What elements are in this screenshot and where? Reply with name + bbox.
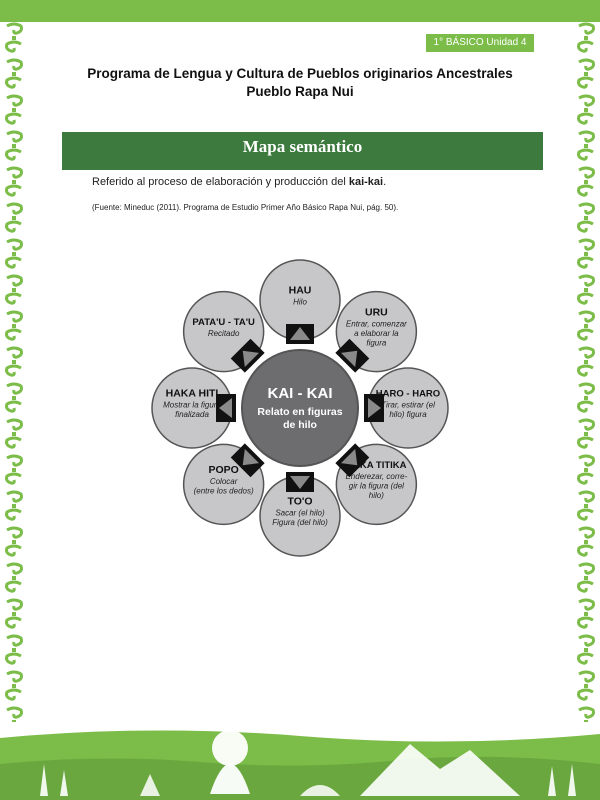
- source-citation: (Fuente: Mineduc (2011). Programa de Est…: [92, 203, 399, 212]
- arrow-haka-titika: [335, 443, 370, 478]
- center-subtitle-line2: de hilo: [283, 419, 317, 431]
- node-haka-hiti-line: finalizada: [175, 410, 209, 419]
- node-haka-hiti-title: HAKA HITI: [166, 388, 219, 400]
- node-haro-haro-line: hilo) figura: [389, 410, 427, 419]
- node-haka-titika-title: HAKA TITIKA: [346, 460, 406, 471]
- node-too-line: Sacar (el hilo): [275, 509, 325, 518]
- unit-badge: 1° BÁSICO Unidad 4: [426, 34, 534, 52]
- node-haro-haro-line: Tirar, estirar (el: [381, 401, 435, 410]
- node-too-title: TO'O: [287, 496, 312, 508]
- node-hau-line: Hilo: [293, 297, 307, 306]
- node-popo-title: POPO: [208, 464, 238, 476]
- arrow-uru: [335, 338, 370, 373]
- node-popo-line: Colocar: [210, 477, 238, 486]
- arrow-patau-tau: [230, 338, 265, 373]
- node-haka-hiti-line: Mostrar la figura: [163, 401, 221, 410]
- section-title-bar: Mapa semántico: [62, 132, 543, 170]
- node-uru-line: a elaborar la: [354, 329, 399, 338]
- arrow-haro-haro: [364, 394, 384, 422]
- arrow-popo: [230, 443, 265, 478]
- node-haro-haro-title: HARO - HARO: [376, 389, 440, 400]
- node-haka-titika-line: Enderezar, corre-: [345, 472, 407, 481]
- node-hau-title: HAU: [289, 284, 312, 296]
- description-keyword: kai-kai: [348, 176, 384, 188]
- bottom-landscape-decoration: [0, 730, 600, 800]
- center-title: KAI - KAI: [268, 385, 333, 402]
- section-title: Mapa semántico: [242, 137, 363, 156]
- arrow-haka-hiti: [216, 394, 236, 422]
- node-haka-titika-line: hilo): [369, 491, 384, 500]
- left-decorative-border: [4, 22, 24, 722]
- node-too-line: Figura (del hilo): [272, 518, 328, 527]
- page-title-line1: Programa de Lengua y Cultura de Pueblos …: [87, 66, 513, 81]
- arrow-hau: [286, 324, 314, 344]
- center-subtitle-line1: Relato en figuras: [257, 406, 342, 418]
- node-patau-tau-line: Recitado: [208, 329, 240, 338]
- top-green-bar: [0, 0, 600, 22]
- page-title-line2: Pueblo Rapa Nui: [246, 84, 354, 99]
- node-patau-tau-title: PATA'U - TA'U: [192, 317, 255, 328]
- node-popo-line: (entre los dedos): [194, 486, 254, 495]
- node-uru-line: Entrar, comenzar: [346, 319, 407, 328]
- node-uru-title: URU: [365, 306, 388, 318]
- node-haka-titika-line: gir la figura (del: [349, 482, 404, 491]
- description: Referido al proceso de elaboración y pro…: [92, 176, 387, 188]
- right-decorative-border: [576, 22, 596, 722]
- center-circle: [241, 349, 359, 467]
- arrow-too: [286, 472, 314, 492]
- node-uru-line: figura: [366, 338, 387, 347]
